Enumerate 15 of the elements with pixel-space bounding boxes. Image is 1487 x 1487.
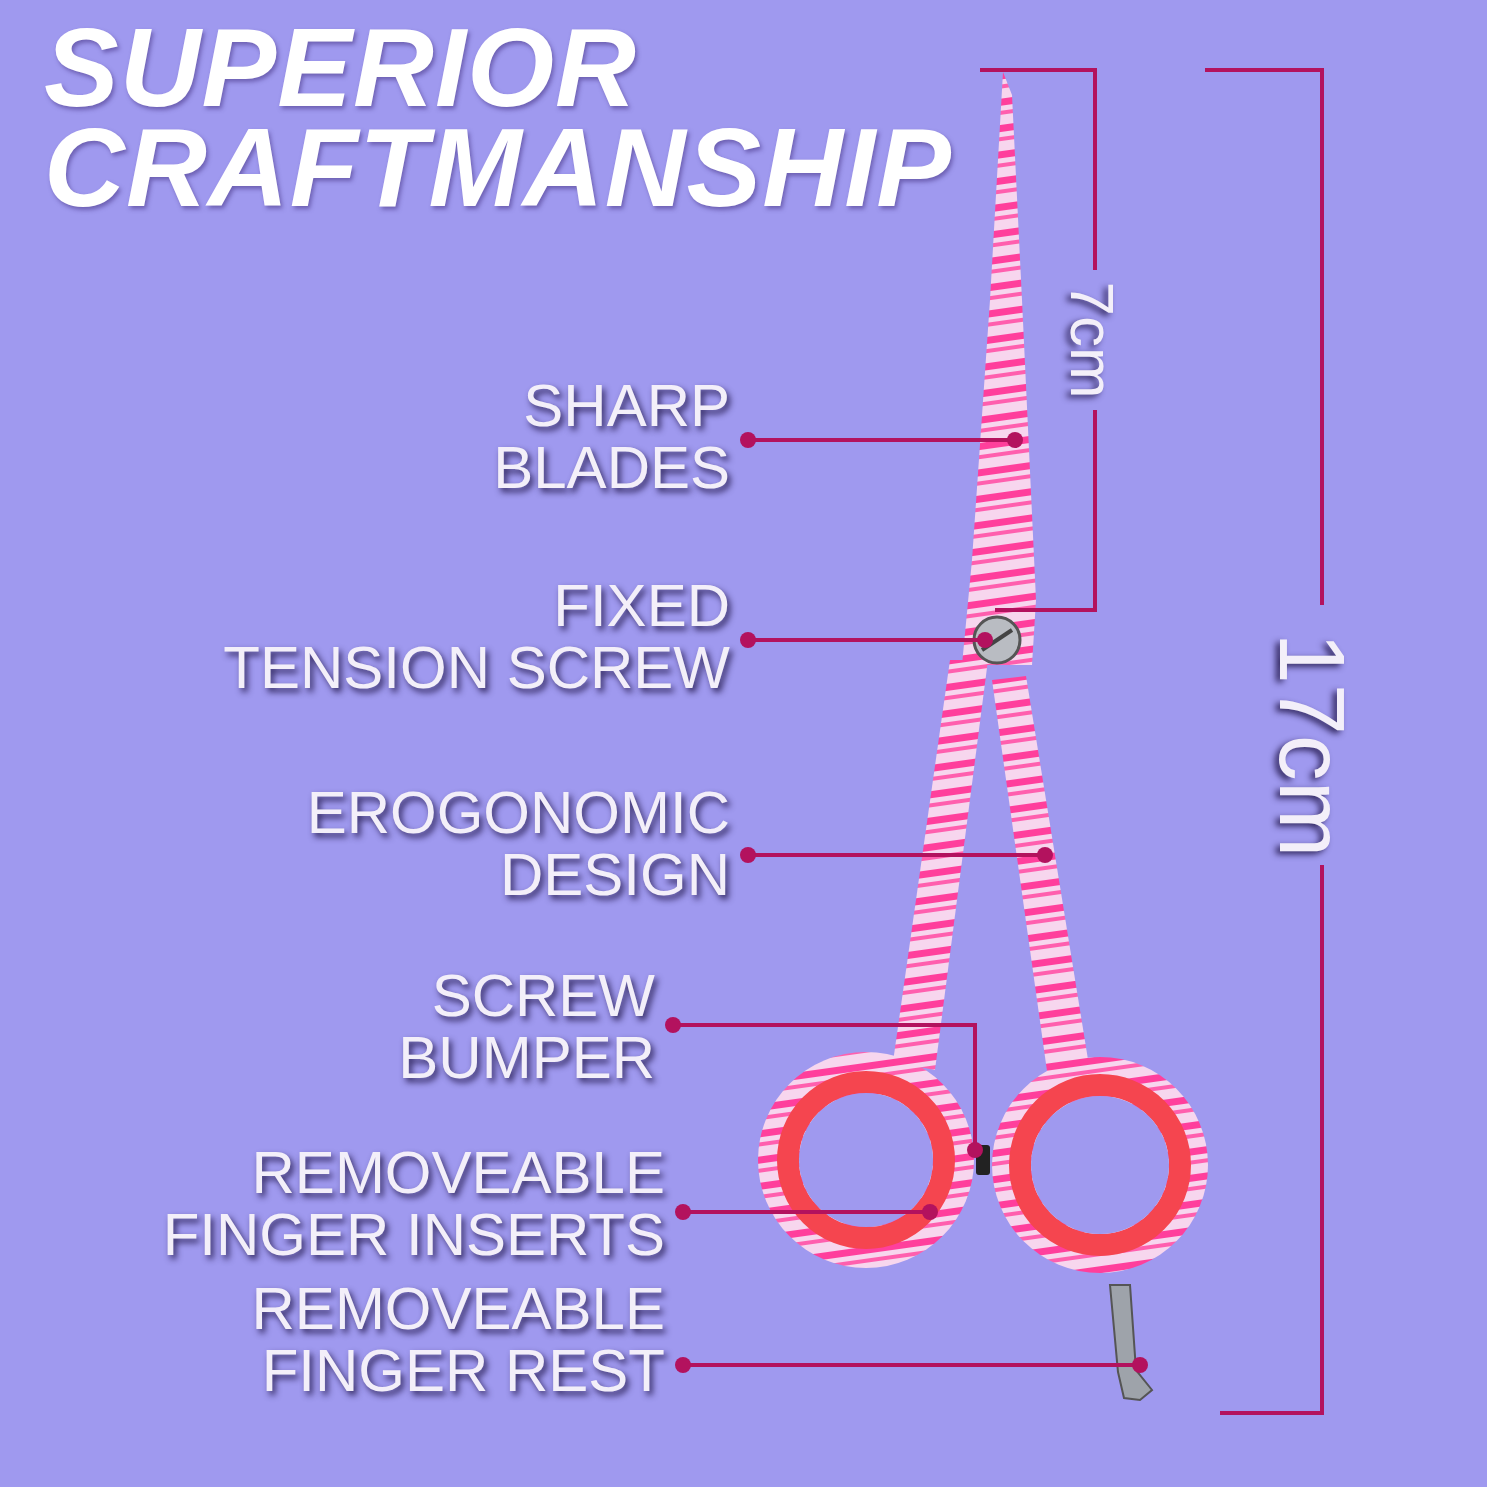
leader-line [740,847,1053,863]
leader-line [740,632,993,648]
part-label: REMOVEABLE FINGER REST [251,1278,683,1402]
title: SUPERIOR CRAFTMANSHIP [44,18,953,218]
leader-line [665,1017,983,1158]
leader-line [740,432,1023,448]
leader-line [675,1357,1148,1373]
part-label: SHARP BLADES [493,375,748,499]
dimension-label: 7cm [1061,281,1123,399]
dimension-label: 17cm [1266,632,1358,858]
part-label: REMOVEABLE FINGER INSERTS [162,1142,683,1266]
leader-line [675,1204,938,1220]
part-label: EROGONOMIC DESIGN [306,782,748,906]
part-label: SCREW BUMPER [398,965,673,1089]
part-label: FIXED TENSION SCREW [223,575,748,699]
